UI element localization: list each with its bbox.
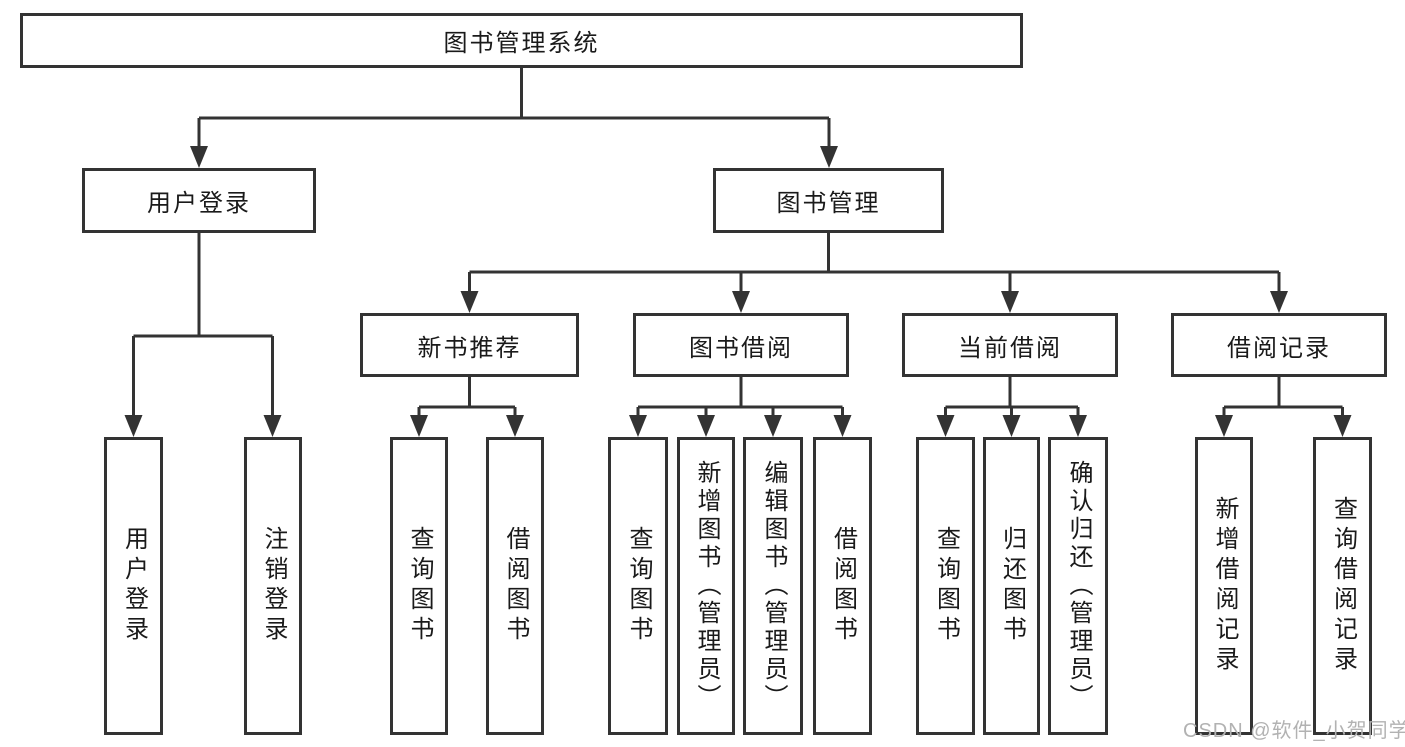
node-label: 确认归还（管理员）	[1065, 460, 1092, 712]
node-label: 图书借阅	[689, 334, 793, 362]
node-leaf-add-borrow-record: 新增借阅记录	[1195, 437, 1253, 735]
node-leaf-user-login: 用户登录	[104, 437, 163, 735]
node-label: 用户登录	[120, 526, 148, 646]
node-label: 用户登录	[147, 190, 251, 217]
node-label: 图书管理系统	[443, 30, 600, 57]
node-label: 新增图书（管理员）	[693, 460, 720, 712]
arrowheads	[124, 146, 1352, 437]
node-label: 查询图书	[625, 526, 652, 646]
node-label: 查询图书	[406, 526, 433, 646]
node-label: 借阅图书	[502, 526, 529, 646]
node-current-borrowing: 当前借阅	[902, 313, 1118, 377]
node-leaf-confirm-return-admin: 确认归还（管理员）	[1048, 437, 1108, 735]
node-leaf-query-borrow-record: 查询借阅记录	[1313, 437, 1372, 735]
node-leaf-query-books-1: 查询图书	[390, 437, 448, 735]
node-label: 查询图书	[932, 526, 960, 646]
node-leaf-query-books-2: 查询图书	[608, 437, 668, 735]
node-label: 新增借阅记录	[1211, 496, 1238, 676]
node-label: 查询借阅记录	[1329, 496, 1357, 676]
node-leaf-query-books-3: 查询图书	[916, 437, 975, 735]
node-leaf-borrow-books-2: 借阅图书	[813, 437, 872, 735]
node-label: 借阅记录	[1227, 334, 1331, 362]
node-label: 归还图书	[998, 526, 1026, 646]
node-book-management: 图书管理	[713, 168, 944, 233]
node-label: 编辑图书（管理员）	[760, 460, 787, 712]
node-leaf-edit-books-admin: 编辑图书（管理员）	[743, 437, 803, 735]
node-label: 新书推荐	[417, 334, 522, 362]
node-leaf-borrow-books-1: 借阅图书	[486, 437, 544, 735]
node-user-login-branch: 用户登录	[82, 168, 316, 233]
node-leaf-logout: 注销登录	[244, 437, 302, 735]
node-leaf-return-books: 归还图书	[983, 437, 1040, 735]
node-leaf-add-books-admin: 新增图书（管理员）	[677, 437, 735, 735]
node-label: 注销登录	[260, 526, 287, 646]
node-label: 当前借阅	[958, 334, 1062, 362]
node-book-borrowing: 图书借阅	[633, 313, 849, 377]
node-label: 图书管理	[776, 190, 881, 217]
csdn-watermark: CSDN @软件_小贺同学	[1183, 720, 1405, 742]
node-new-book-recommend: 新书推荐	[360, 313, 579, 377]
node-label: 借阅图书	[829, 526, 857, 646]
node-borrowing-records: 借阅记录	[1171, 313, 1387, 377]
node-root-system: 图书管理系统	[20, 13, 1023, 68]
